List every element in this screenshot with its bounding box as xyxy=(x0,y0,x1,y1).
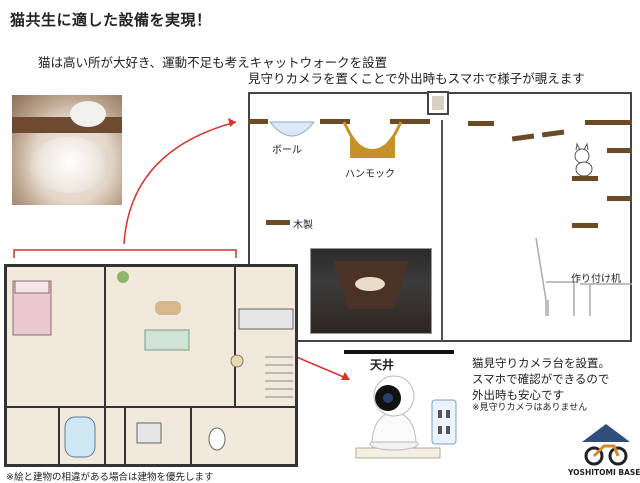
catwalk-plank xyxy=(607,196,632,201)
bathtub-icon xyxy=(64,416,96,458)
camera-text-line-1: 猫見守りカメラ台を設置。 xyxy=(472,356,610,370)
plant-icon xyxy=(117,271,129,283)
catwalk-plank xyxy=(572,176,598,181)
toilet-icon xyxy=(208,427,226,451)
camera-explanation: 猫見守りカメラ台を設置。 スマホで確認ができるので 外出時も安心です xyxy=(472,355,610,403)
room-divider-wall xyxy=(441,120,443,342)
hammock-icon xyxy=(350,134,395,158)
photo-cat-in-hammock xyxy=(355,277,385,291)
catwalk-plank xyxy=(468,121,494,126)
kitchen-sink-icon xyxy=(238,308,294,330)
staircase-icon xyxy=(265,356,293,398)
camera-illustration xyxy=(355,375,457,459)
cat-sketch-icon xyxy=(574,142,593,177)
outlet-slot xyxy=(446,426,450,434)
camera-text-line-2: スマホで確認ができるので xyxy=(472,372,610,386)
hammock-photo xyxy=(310,248,432,334)
photo-cat-face xyxy=(70,101,106,127)
catwalk-plank xyxy=(607,148,632,153)
outlet-slot xyxy=(446,410,450,418)
washbasin-icon xyxy=(136,422,162,444)
camera-description: 見守りカメラを置くことで外出時もスマホで様子が覗えます xyxy=(248,71,585,86)
ceiling-label: 天井 xyxy=(370,358,395,372)
catwalk-plank xyxy=(572,223,598,228)
wall-outlet-icon xyxy=(431,399,457,445)
pillow-icon xyxy=(14,280,50,294)
link-arrow xyxy=(123,121,237,245)
page-title: 猫共生に適した設備を実現！ xyxy=(10,11,212,29)
window-pane xyxy=(432,96,444,110)
footnote: ※絵と建物の相違がある場合は建物を優先します xyxy=(6,472,214,483)
sofa-icon xyxy=(144,329,190,351)
hammock-label: ハンモック xyxy=(345,169,395,180)
logo-text: YOSHITOMI BASE xyxy=(568,468,640,477)
floor-plan xyxy=(4,264,298,467)
catwalk-plank xyxy=(511,133,535,142)
motorcycle-logo-icon xyxy=(582,424,630,466)
wood-label: 木製 xyxy=(293,220,313,231)
ceiling-bar xyxy=(344,350,454,354)
catwalk-plank xyxy=(585,120,632,125)
outlet-slot xyxy=(438,410,442,418)
desk-chair-icon xyxy=(535,237,632,316)
photo-cat-body xyxy=(30,137,110,193)
table-icon xyxy=(155,301,181,315)
camera-note: ※見守りカメラはありません xyxy=(472,403,588,413)
round-stool-icon xyxy=(230,354,244,368)
catwalk-plank xyxy=(248,119,268,124)
wooden-step xyxy=(266,220,290,225)
plan-bracket xyxy=(13,249,237,258)
arrowhead-icon xyxy=(341,372,350,380)
cat-on-shelf-photo xyxy=(12,95,122,205)
arrowhead-icon xyxy=(228,118,236,127)
catwalk-plank xyxy=(390,119,430,124)
outlet-slot xyxy=(438,426,442,434)
built-in-desk-label: 作り付け机 xyxy=(571,274,621,285)
ball-bowl-icon xyxy=(268,121,316,137)
floor-plan-drawing xyxy=(7,267,295,464)
catwalk-description: 猫は高い所が大好き、運動不足も考えキャットウォークを設置 xyxy=(38,55,388,70)
camera-text-line-3: 外出時も安心です xyxy=(472,388,564,402)
ball-label: ボール xyxy=(272,145,302,156)
catwalk-plank xyxy=(320,119,350,124)
catwalk-plank xyxy=(541,129,565,138)
camera-lens-core xyxy=(383,393,393,403)
